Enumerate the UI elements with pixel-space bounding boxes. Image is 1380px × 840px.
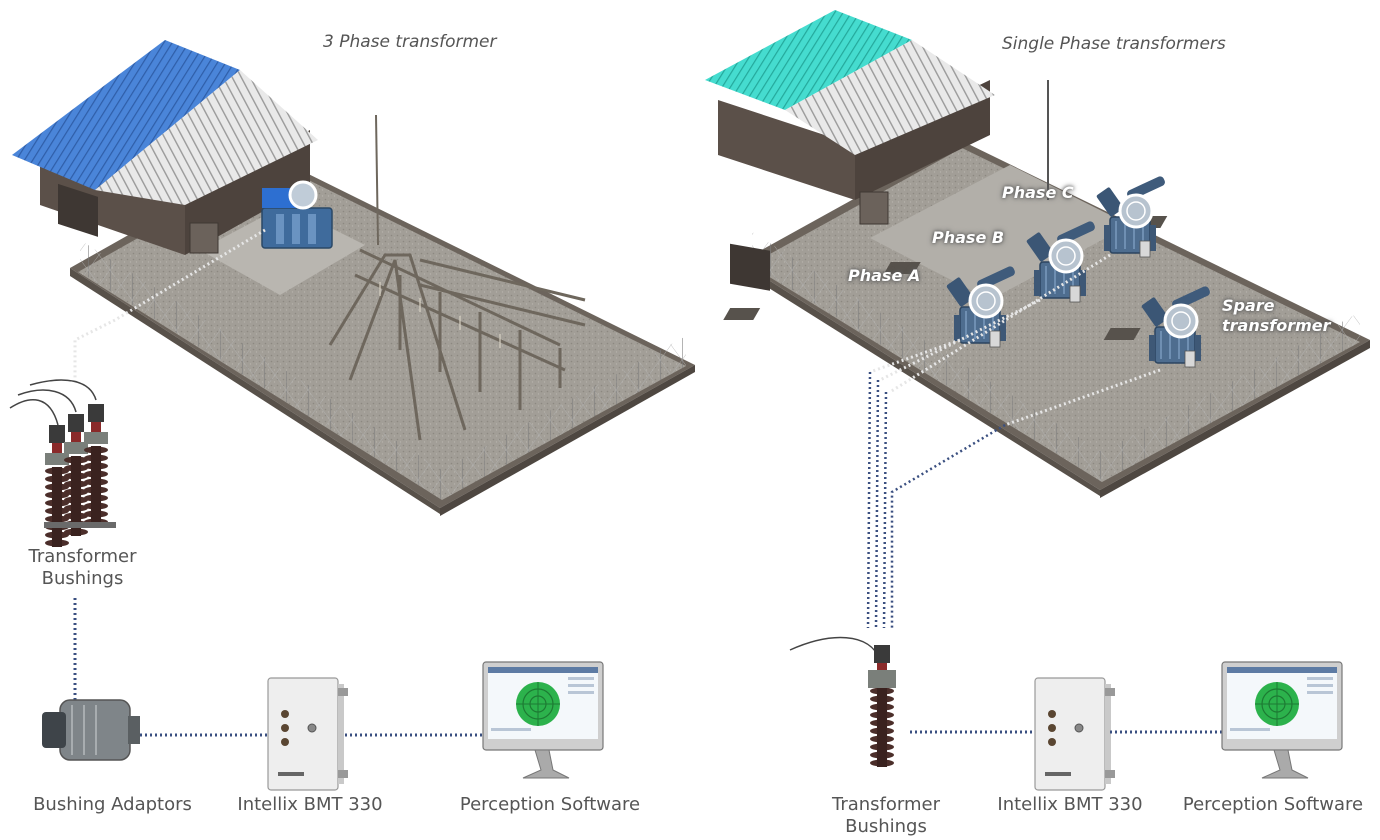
right-roof-cyan [705, 10, 912, 110]
left-intellix-bmt-330-device [267, 677, 349, 791]
left-roof-blue [12, 40, 240, 190]
right-perception-software-monitor [1221, 661, 1343, 779]
right-roof-grey [785, 40, 995, 155]
left-bushings-label: Transformer Bushings [28, 546, 137, 589]
left-transformer-bushings-illustration [9, 379, 116, 547]
bushing-adaptors-label: Bushing Adaptors [33, 794, 192, 815]
spare-transformer-label: Spare transformer [1222, 296, 1331, 335]
right-bushings-label: Transformer Bushings [831, 794, 940, 837]
left-substation [12, 40, 695, 516]
right-fence-right [1102, 312, 1360, 482]
phase-c-label: Phase C [1002, 183, 1074, 202]
phase-a-label: Phase A [848, 266, 921, 285]
bushing-adaptor-device [42, 699, 140, 761]
left-perception-software-monitor [482, 661, 604, 779]
right-panel-title: Single Phase transformers [1002, 34, 1226, 54]
left-fence-front [80, 240, 442, 500]
left-bmt-label: Intellix BMT 330 [237, 794, 383, 815]
left-gantry-insulators [379, 282, 501, 348]
right-building-front [718, 100, 855, 200]
right-cable-bundle [866, 371, 1006, 629]
left-roof-grey [95, 70, 318, 205]
right-cables-yard [869, 253, 1161, 427]
right-software-label: Perception Software [1182, 794, 1364, 815]
right-bmt-label: Intellix BMT 330 [997, 794, 1143, 815]
left-panel-title: 3 Phase transformer [323, 32, 497, 52]
left-fence-right [442, 336, 686, 500]
left-three-phase-transformer [261, 180, 333, 249]
left-software-label: Perception Software [459, 794, 641, 815]
phase-b-label: Phase B [932, 228, 1005, 247]
right-intellix-bmt-330-device [1034, 677, 1116, 791]
right-concrete-pad [870, 165, 1130, 300]
right-transformer-bushing-illustration [789, 636, 896, 767]
right-substation [705, 10, 1370, 498]
